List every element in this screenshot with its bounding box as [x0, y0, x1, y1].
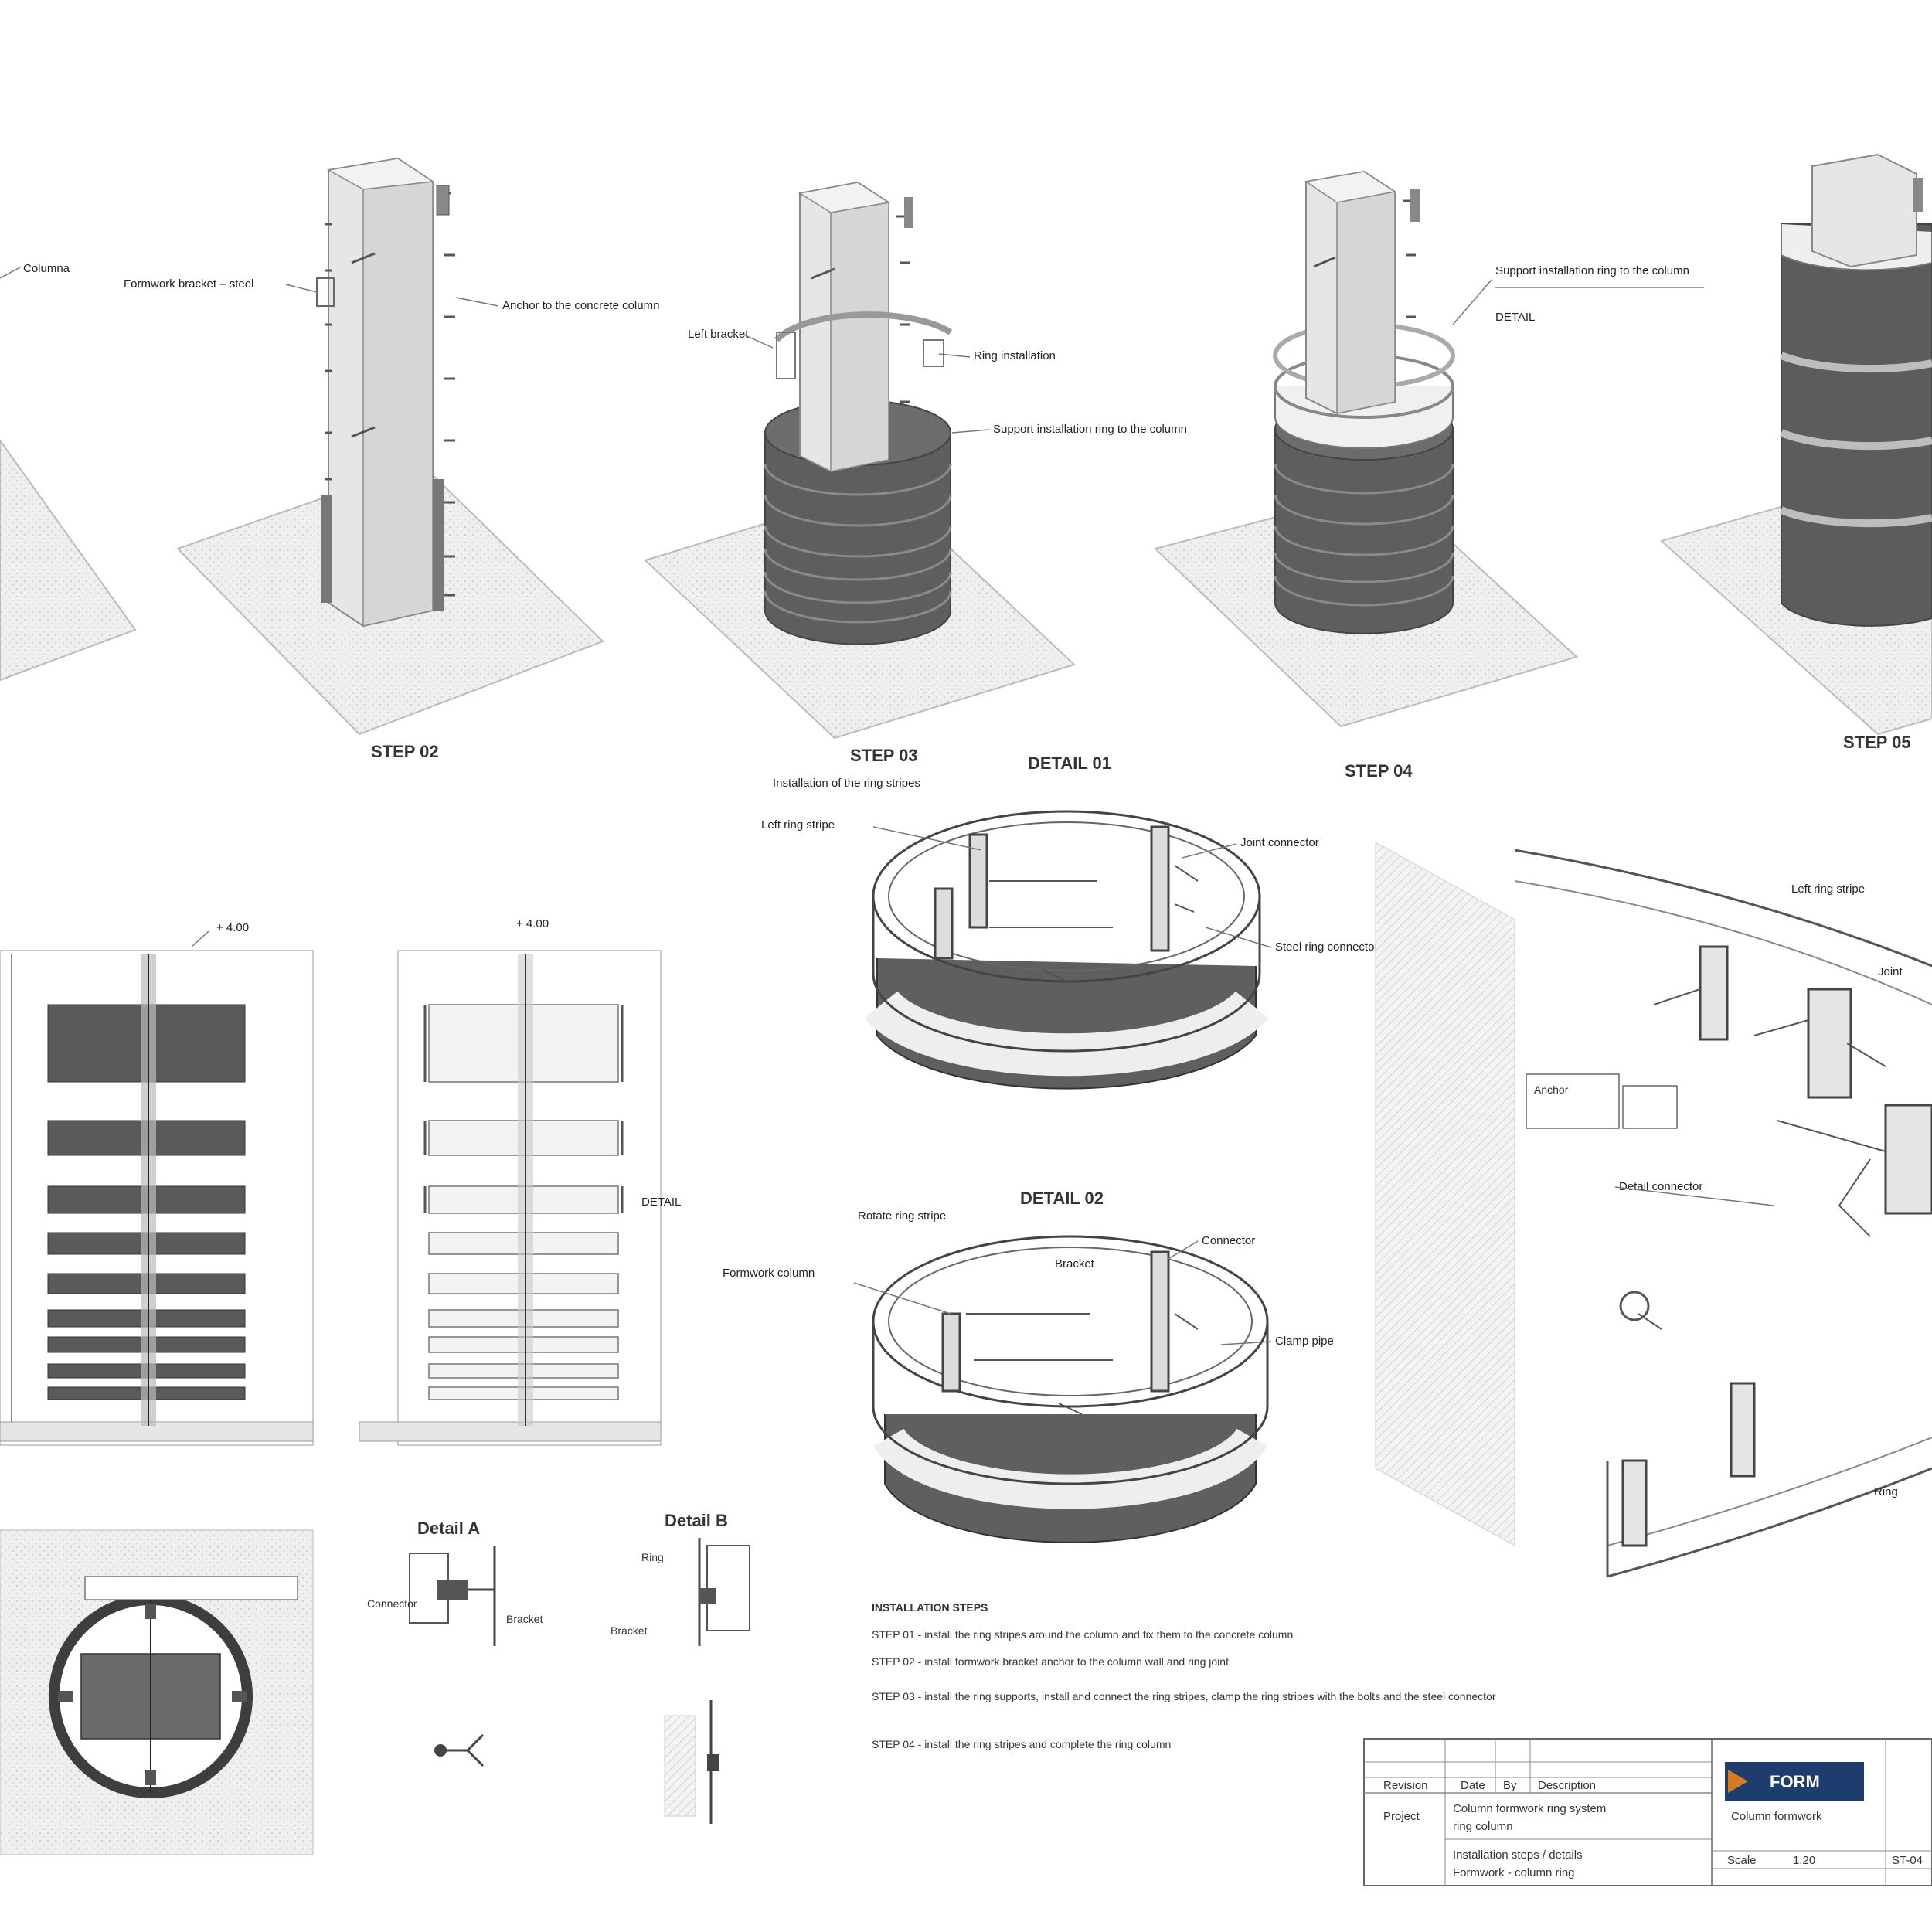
detail-01: DETAIL 01 Left ring stripe Joint connect… — [761, 753, 1378, 1090]
detail-01-note-left-ring: Left ring stripe — [761, 818, 835, 832]
elevation-right-level: + 4.00 — [516, 917, 549, 930]
notes-step-04: STEP 04 - install the ring stripes and c… — [872, 1738, 1171, 1750]
title-block-company-sub: Column formwork — [1731, 1810, 1822, 1823]
detail-01-label: DETAIL 01 — [1028, 753, 1111, 773]
detail-02-note-rotate: Rotate ring stripe — [858, 1209, 946, 1223]
detail-a-note-bracket: Bracket — [506, 1613, 543, 1625]
logo-text: FORM — [1770, 1772, 1820, 1791]
title-block-drawing-title: Installation steps / details — [1453, 1849, 1583, 1862]
detail-02-label: DETAIL 02 — [1020, 1189, 1104, 1208]
detail-01-note-steel: Steel ring connector — [1275, 940, 1378, 954]
detail-02-note-clamp: Clamp pipe — [1275, 1335, 1334, 1348]
step-03: STEP 03 Installation of the ring stripes… — [644, 181, 1187, 790]
step-03-label: STEP 03 — [850, 746, 918, 765]
detail-02: DETAIL 02 Rotate ring stripe Formwork co… — [723, 1189, 1334, 1543]
elevation-right-detail: DETAIL — [641, 1196, 681, 1209]
slab-step-01 — [0, 439, 137, 682]
detail-a: Detail A Connector Bracket — [367, 1519, 543, 1646]
step-01-note: Columna — [23, 262, 70, 275]
section-details-lower — [434, 1700, 719, 1824]
step-03-sub: Installation of the ring stripes — [773, 777, 920, 790]
large-detail-note-ring: Ring — [1874, 1485, 1898, 1498]
title-block-project-sub: ring column — [1453, 1820, 1513, 1833]
step-02-note-bracket: Formwork bracket – steel — [124, 277, 253, 291]
elevation-right: + 4.00 DETAIL — [359, 917, 681, 1446]
detail-02-note-formwork: Formwork column — [723, 1267, 815, 1280]
notes-step-03: STEP 03 - install the ring supports, ins… — [872, 1690, 1496, 1702]
installation-notes: INSTALLATION STEPS STEP 01 - install the… — [872, 1601, 1496, 1750]
large-detail-note-connector: Detail connector — [1619, 1180, 1702, 1193]
detail-b-note-ring: Ring — [641, 1551, 664, 1563]
title-block: Revision Date By Description Project Col… — [1363, 1738, 1932, 1886]
detail-a-label: Detail A — [417, 1519, 480, 1538]
notes-step-02: STEP 02 - install formwork bracket ancho… — [872, 1655, 1229, 1668]
plan-section — [0, 1529, 314, 1855]
elevation-left-level: + 4.00 — [216, 921, 249, 934]
title-block-project-name: Column formwork ring system — [1453, 1802, 1606, 1815]
step-05-label: STEP 05 — [1843, 733, 1911, 752]
title-block-rev-header: Revision — [1383, 1779, 1428, 1792]
notes-title: INSTALLATION STEPS — [872, 1601, 988, 1614]
title-block-drawing-sub: Formwork - column ring — [1453, 1866, 1575, 1879]
step-04-label: STEP 04 — [1345, 761, 1413, 781]
detail-b-label: Detail B — [665, 1511, 728, 1530]
step-04: STEP 04 Support installation ring to the… — [1154, 170, 1704, 781]
large-detail-wall — [1375, 842, 1515, 1546]
step-02: STEP 02 Formwork bracket – steel Anchor … — [124, 157, 659, 761]
detail-02-note-connector: Connector — [1202, 1234, 1255, 1247]
detail-b: Detail B Ring Bracket — [611, 1511, 750, 1646]
step-05: STEP 05 — [1659, 153, 1932, 752]
title-block-scale-value: 1:20 — [1793, 1854, 1815, 1867]
step-03-note-support: Support installation ring to the column — [993, 423, 1187, 436]
step-02-note-anchor: Anchor to the concrete column — [502, 299, 659, 312]
detail-02-note-bracket: Bracket — [1055, 1257, 1095, 1270]
title-block-date-header: Date — [1461, 1779, 1485, 1792]
notes-step-01: STEP 01 - install the ring stripes aroun… — [872, 1628, 1293, 1641]
title-block-desc-header: Description — [1538, 1779, 1596, 1792]
title-block-drawing-no: ST-04 — [1892, 1854, 1923, 1867]
detail-01-note-joint: Joint connector — [1240, 836, 1319, 849]
large-detail-note-anchor: Anchor — [1534, 1083, 1569, 1096]
step-02-label: STEP 02 — [371, 742, 439, 761]
large-detail: Left ring stripe Joint Anchor Detail con… — [1375, 842, 1932, 1578]
step-03-note-ring: Ring installation — [974, 349, 1056, 362]
title-block-project-label: Project — [1383, 1810, 1420, 1823]
large-detail-note-joint: Joint — [1878, 965, 1903, 978]
step-03-note-left-bracket: Left bracket — [688, 328, 749, 341]
title-block-scale-label: Scale — [1727, 1854, 1757, 1867]
step-04-note-detail: DETAIL — [1495, 311, 1535, 324]
step-04-note-support: Support installation ring to the column — [1495, 264, 1689, 277]
large-detail-note-left-ring: Left ring stripe — [1791, 883, 1865, 896]
step-01: Columna — [0, 262, 137, 682]
elevation-left: + 4.00 — [0, 921, 314, 1446]
detail-a-note-connector: Connector — [367, 1597, 417, 1610]
title-block-by-header: By — [1503, 1779, 1517, 1792]
detail-b-note-bracket: Bracket — [611, 1624, 648, 1637]
